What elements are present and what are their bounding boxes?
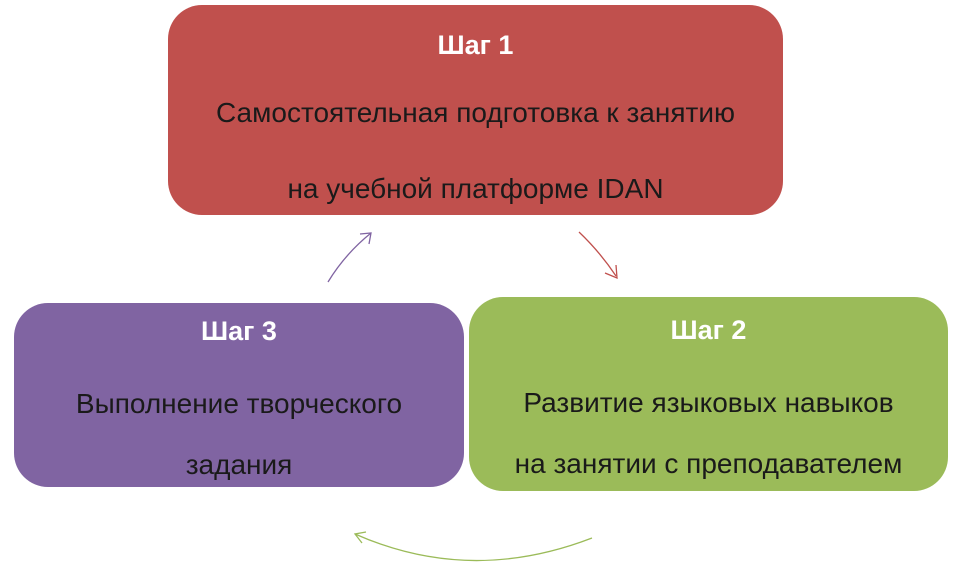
step-1-title: Шаг 1 [437,30,514,60]
arrow-step1-to-step2 [578,231,618,280]
step-1-text-line-1: Самостоятельная подготовка к занятию [216,97,735,128]
step-1-text-line-2: на учебной платформе IDAN [287,173,664,204]
arrow-step2-to-step3 [353,531,593,562]
step-3-text-line-2: задания [185,449,293,480]
step-1-box: Шаг 1 Самостоятельная подготовка к занят… [168,5,783,215]
step-2-text-line-2: на занятии с преподавателем [514,448,903,479]
arrow-step3-to-step1 [327,232,372,283]
step-2-text-line-1: Развитие языковых навыков [523,387,894,418]
step-3-box: Шаг 3 Выполнение творческого задания [14,303,464,487]
step-2-box: Шаг 2 Развитие языковых навыков на занят… [469,297,948,491]
step-2-title: Шаг 2 [670,315,747,345]
step-3-title: Шаг 3 [201,316,277,346]
step-3-text-line-1: Выполнение творческого [75,388,403,419]
